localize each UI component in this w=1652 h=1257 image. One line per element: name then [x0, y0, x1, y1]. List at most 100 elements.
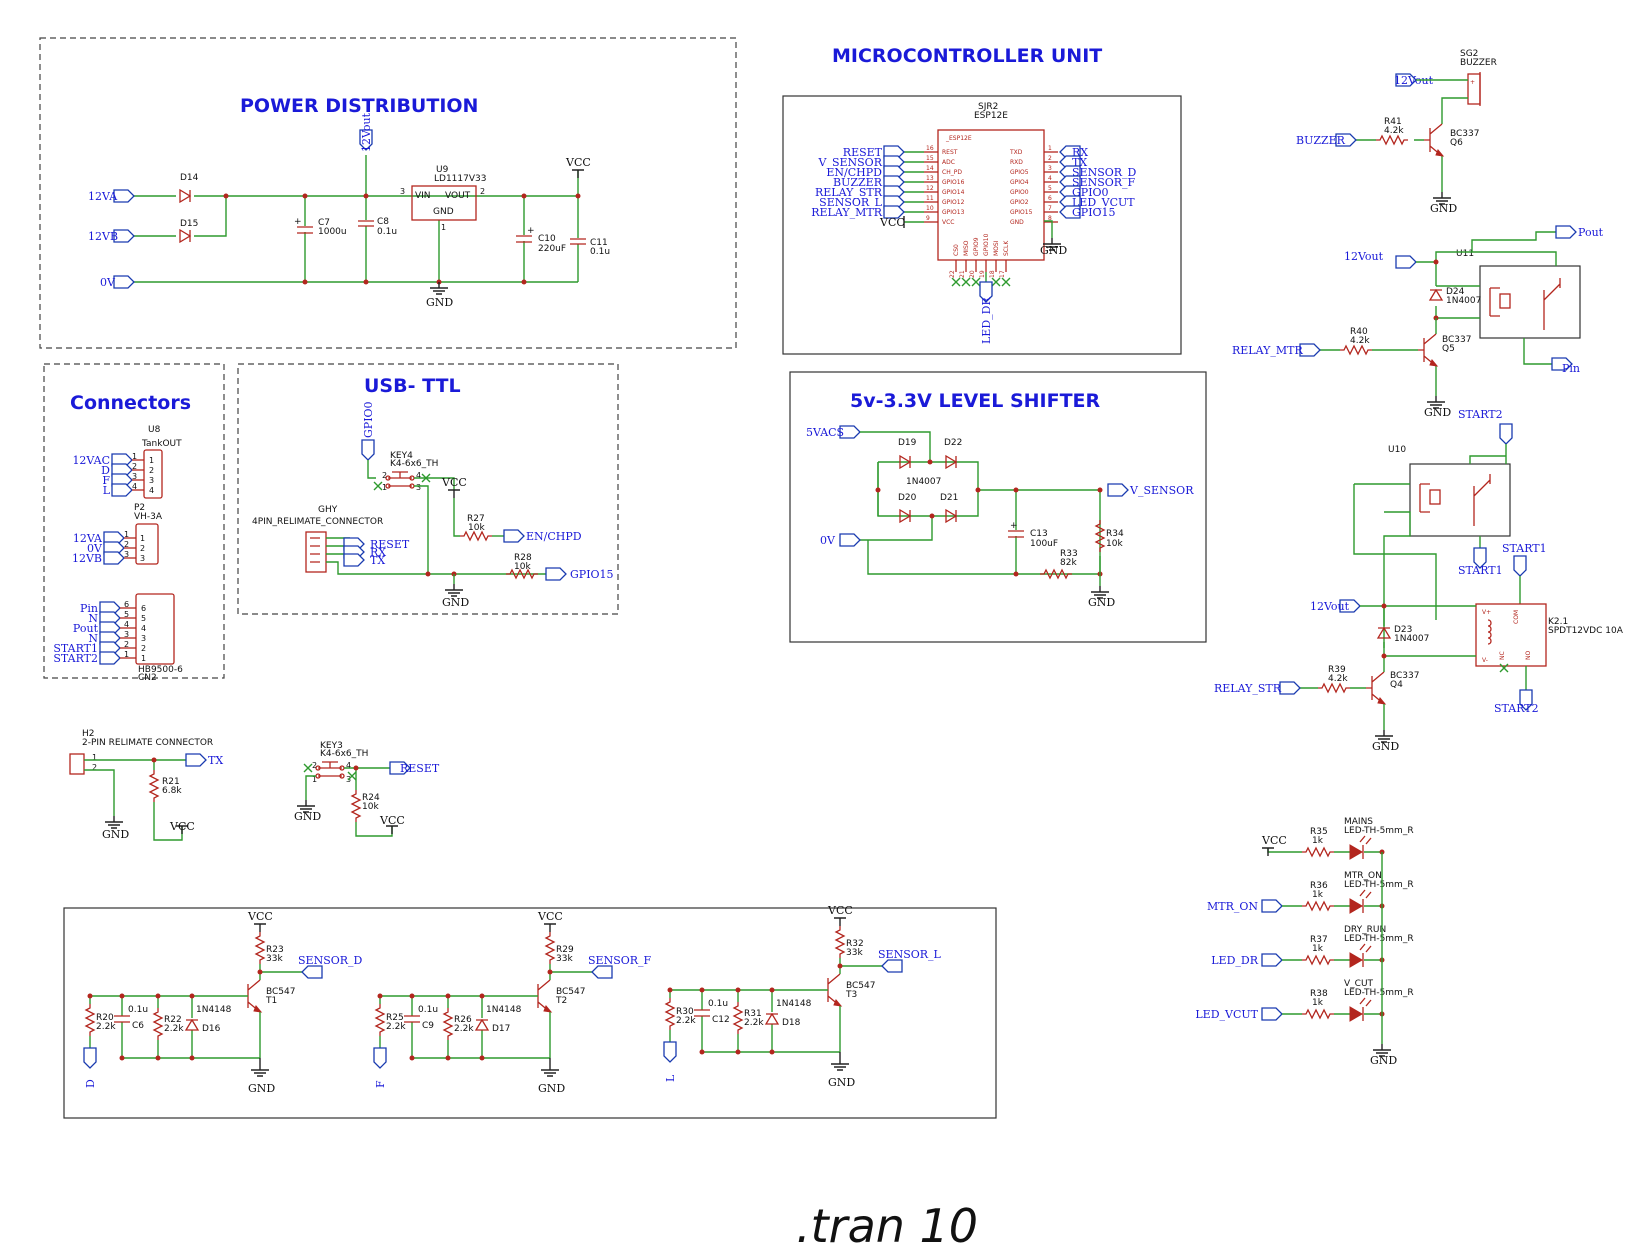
- port-12vout-power[interactable]: [359, 129, 373, 151]
- conn-pin-inner: 2: [141, 644, 146, 653]
- conn-pin-num: 2: [124, 540, 129, 549]
- net-gpio15-usb: GPIO15: [570, 568, 614, 581]
- mcu-left-pin-name: GPIO13: [942, 209, 965, 216]
- port-sensor-in[interactable]: [83, 1047, 97, 1069]
- port-sensor-out[interactable]: [301, 965, 323, 979]
- port-led-led_dr[interactable]: [1261, 953, 1283, 967]
- port-start2-top[interactable]: [1499, 423, 1513, 445]
- label-u9: U9: [436, 165, 449, 175]
- label-d21: D21: [940, 493, 958, 503]
- label-sjr2: SJR2: [978, 102, 998, 112]
- connector-cn2: [135, 593, 175, 665]
- port-conn-12vb[interactable]: [103, 551, 125, 565]
- mcu-net-left: RELAY_STR: [815, 186, 883, 199]
- pin-num-2: 2: [480, 187, 485, 196]
- net-0v: 0V: [100, 276, 116, 289]
- conn-net: N: [88, 632, 98, 645]
- net-tx-h2: TX: [208, 754, 223, 767]
- port-12vout-buzzer[interactable]: [1395, 73, 1417, 87]
- port-sensor-in[interactable]: [663, 1041, 677, 1063]
- port-sensor-out[interactable]: [591, 965, 613, 979]
- label-r28: R28: [514, 553, 532, 563]
- port-gpio15-usb[interactable]: [545, 567, 567, 581]
- port-pin[interactable]: [1551, 357, 1573, 371]
- port-mcu-relay-mtr[interactable]: [883, 205, 905, 219]
- net-gpio0-usb: GPIO0: [362, 401, 375, 438]
- port-buzzer[interactable]: [1335, 133, 1357, 147]
- port-pout[interactable]: [1555, 225, 1577, 239]
- port-0v-shifter[interactable]: [839, 533, 861, 547]
- mcu-section: MICROCONTROLLER UNIT SJR2 ESP12E _ESP12E…: [782, 45, 1182, 355]
- label-q6: Q6: [1450, 138, 1463, 148]
- vcc-key3: VCC: [379, 814, 405, 827]
- port-relay-str[interactable]: [1279, 681, 1301, 695]
- usb-section: USB- TTL GPIO0 KEY4 K4-6x6_TH 2 4 1 3 VC…: [237, 363, 619, 615]
- mcu-right-pin-name: TXD: [1009, 149, 1023, 156]
- port-12va[interactable]: [113, 189, 135, 203]
- port-sensor-out[interactable]: [881, 959, 903, 973]
- mcu-net-right: GPIO0: [1072, 186, 1109, 199]
- gnd-h2: GND: [102, 828, 129, 841]
- port-start2-bottom[interactable]: [1519, 689, 1533, 711]
- buzzer-section: 12Vout SG2 BUZZER + R41 4.2k BUZZER BC33…: [1296, 49, 1497, 215]
- net-reset-key3: RESET: [400, 762, 440, 775]
- port-conn-start2[interactable]: [99, 651, 121, 665]
- sensor-vcc: VCC: [537, 910, 563, 923]
- port-tx-h2[interactable]: [185, 753, 207, 767]
- value-r39: 4.2k: [1328, 674, 1348, 684]
- mcu-right-pin-name: GPIO15: [1010, 209, 1033, 216]
- label-r34: R34: [1106, 529, 1124, 539]
- sensor-vcc: VCC: [247, 910, 273, 923]
- sensor-rmid-val: 2.2k: [164, 1024, 184, 1034]
- svg-text:+: +: [1470, 79, 1475, 86]
- led-icon: [1349, 844, 1363, 860]
- pin-gnd: GND: [433, 207, 454, 217]
- connectors-title: Connectors: [70, 392, 191, 414]
- mcu-bottom-pin-name: MISO: [963, 240, 970, 256]
- port-mcu-gpio15[interactable]: [1059, 205, 1081, 219]
- svg-text:+: +: [527, 226, 535, 236]
- mcu-right-pin-num: 7: [1048, 205, 1052, 212]
- port-led-mtr_on[interactable]: [1261, 899, 1283, 913]
- port-start1-k21[interactable]: [1513, 555, 1527, 577]
- label-r33: R33: [1060, 549, 1078, 559]
- port-reset-key3[interactable]: [389, 761, 411, 775]
- shifter-title: 5v-3.3V LEVEL SHIFTER: [850, 390, 1101, 412]
- port-led-dr[interactable]: [979, 281, 993, 303]
- conn-net: 12VB: [72, 552, 102, 565]
- diode-d14: [179, 188, 192, 204]
- port-relay-mtr[interactable]: [1299, 343, 1321, 357]
- port-conn-l[interactable]: [111, 483, 133, 497]
- port-5vacs[interactable]: [839, 425, 861, 439]
- port-start1-u10[interactable]: [1473, 547, 1487, 569]
- port-12vout-relay-str[interactable]: [1339, 599, 1361, 613]
- conn-pin-num: 2: [124, 640, 129, 649]
- mcu-left-pin-num: 14: [926, 165, 934, 172]
- conn-pin-inner: 4: [149, 486, 154, 495]
- key4-pin1: 1: [382, 483, 387, 492]
- sensor-rin-val: 2.2k: [96, 1022, 116, 1032]
- no-connect-icon: [961, 277, 971, 287]
- key4-pin2: 2: [382, 471, 387, 480]
- relay-k21: [1475, 603, 1547, 667]
- sensor-cap: C9: [422, 1021, 434, 1031]
- port-sensor-in[interactable]: [373, 1047, 387, 1069]
- port-12vb[interactable]: [113, 229, 135, 243]
- value-c7: 1000u: [318, 227, 347, 237]
- port-en-chpd-usb[interactable]: [503, 529, 525, 543]
- conn-net: F: [102, 474, 110, 487]
- port-gpio0-usb[interactable]: [361, 439, 375, 461]
- usb-net: RX: [370, 546, 386, 559]
- port-v-sensor[interactable]: [1107, 483, 1129, 497]
- port-12vout-relay-mtr[interactable]: [1395, 255, 1417, 269]
- conn-pin-num: 4: [132, 482, 137, 491]
- port-led-led_vcut[interactable]: [1261, 1007, 1283, 1021]
- port-0v[interactable]: [113, 275, 135, 289]
- k21-com: COM: [1513, 610, 1520, 624]
- port-usb-tx[interactable]: [343, 553, 365, 567]
- conn-pin-inner: 3: [141, 634, 146, 643]
